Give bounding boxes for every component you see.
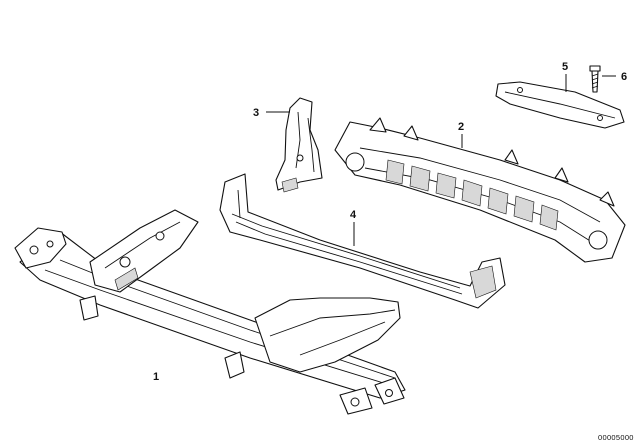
part-6-screw[interactable] [589, 65, 601, 93]
callout-2: 2 [458, 121, 464, 133]
callout-5: 5 [562, 61, 568, 73]
part-3-bracket[interactable] [275, 97, 323, 193]
reference-code: 00005000 [598, 433, 634, 442]
part-1-front-cross-member[interactable] [14, 209, 406, 415]
part-2-front-panel-carrier[interactable] [334, 117, 626, 263]
callout-1: 1 [153, 371, 159, 383]
callout-4: 4 [350, 209, 357, 221]
callout-3: 3 [253, 107, 259, 119]
callout-6: 6 [621, 71, 627, 83]
part-4-lower-cross-member[interactable] [219, 173, 506, 309]
part-5-support[interactable] [495, 81, 625, 129]
